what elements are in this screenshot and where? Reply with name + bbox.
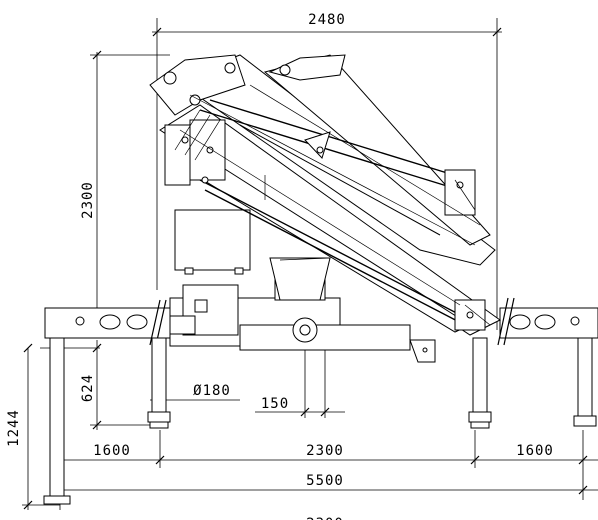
dim-center-span: 2300: [306, 443, 344, 459]
boom-detail-lines: [174, 84, 491, 326]
dimension-ticks: [23, 27, 588, 510]
dim-crane-height: 2300: [80, 181, 96, 219]
dim-total-height: 1244: [6, 409, 22, 447]
dim-left-span: 1600: [93, 443, 131, 459]
base-frame: [44, 209, 598, 363]
dim-offset: 150: [261, 396, 289, 412]
dim-right-span: 1600: [516, 443, 554, 459]
dim-leg-diameter: Ø180: [193, 383, 231, 399]
dim-total-span: 5500: [306, 473, 344, 489]
dim-top-width: 2480: [308, 12, 346, 28]
dim-bottom-partial: 2300: [306, 516, 344, 520]
crane-boom: [149, 54, 501, 336]
stabilizer-legs: [43, 337, 597, 505]
dim-leg-height: 624: [80, 374, 96, 402]
